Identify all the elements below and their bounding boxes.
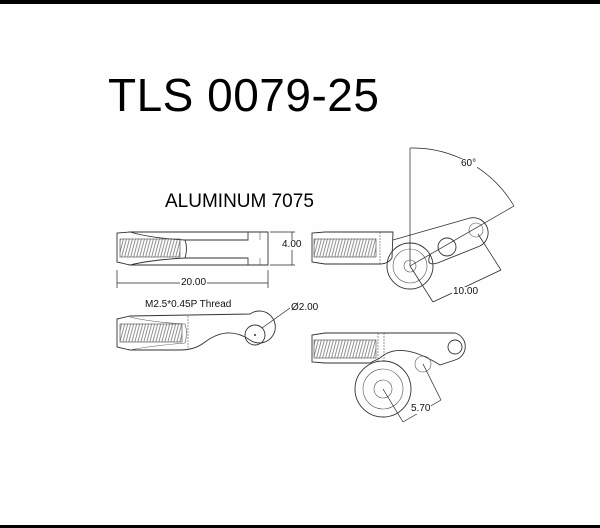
material-label: ALUMINUM 7075 — [165, 191, 314, 212]
width-dimension: 4.00 — [281, 239, 303, 250]
length-dimension: 20.00 — [180, 277, 208, 288]
arm-offset-short: 5.70 — [410, 403, 432, 414]
eye-side-view — [116, 307, 291, 351]
angle-dimension: 60° — [460, 158, 478, 169]
top-border — [0, 0, 600, 4]
arm-offset-long: 10.00 — [452, 286, 480, 297]
part-number-title: TLS 0079-25 — [108, 69, 380, 121]
thread-spec: M2.5*0.45P Thread — [144, 299, 233, 310]
hole-diameter: Ø2.00 — [290, 302, 320, 313]
servo-arm-short-view — [311, 332, 466, 423]
bottom-border — [0, 525, 600, 528]
servo-arm-angle-view — [311, 147, 515, 303]
